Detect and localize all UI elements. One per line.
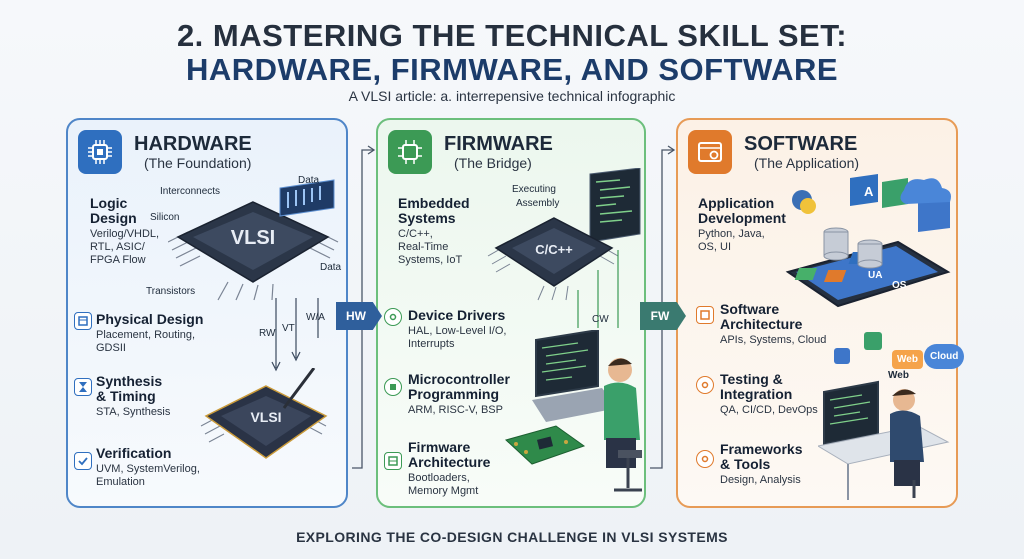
tag-vt: VT bbox=[282, 323, 295, 334]
sw-item-frameworks-tools: Frameworks & Tools Design, Analysis bbox=[720, 442, 830, 487]
code-screen-icon bbox=[589, 168, 641, 243]
item-title: Embedded Systems bbox=[398, 195, 470, 226]
item-title: Microcontroller Programming bbox=[408, 371, 510, 402]
tools-gear-icon bbox=[696, 450, 714, 468]
hw-item-logic-design: Logic Design Verilog/VHDL, RTL, ASIC/ FP… bbox=[90, 196, 170, 267]
hw-item-physical-design: Physical Design Placement, Routing, GDSI… bbox=[96, 312, 246, 355]
item-title: Application Development bbox=[698, 195, 786, 226]
item-desc: STA, Synthesis bbox=[96, 406, 171, 418]
app-tablet-illustration bbox=[785, 174, 951, 308]
cpp-chip-illustration: C/C++ bbox=[487, 217, 619, 301]
vlsi-wafer-illustration: VLSI bbox=[200, 368, 328, 459]
chip-label: VLSI bbox=[231, 227, 275, 249]
layout-icon bbox=[74, 312, 92, 330]
item-desc: QA, CI/CD, DevOps bbox=[720, 404, 818, 416]
developer-laptop-illustration bbox=[532, 330, 642, 492]
hardware-title: HARDWARE bbox=[134, 133, 252, 155]
hourglass-icon bbox=[74, 378, 92, 396]
item-title: Verification bbox=[96, 445, 172, 461]
tag-data-top: Data bbox=[298, 175, 320, 186]
item-desc: Verilog/VHDL, RTL, ASIC/ FPGA Flow bbox=[90, 228, 160, 266]
item-title: Firmware Architecture bbox=[408, 439, 491, 470]
settings-window-icon bbox=[688, 130, 732, 174]
item-desc: UVM, SystemVerilog, Emulation bbox=[96, 463, 200, 488]
tag-transistors: Transistors bbox=[146, 286, 196, 297]
web-browser-icon bbox=[834, 348, 850, 364]
tag-assembly: Assembly bbox=[516, 198, 560, 209]
tag-interconnects: Interconnects bbox=[160, 186, 221, 197]
page-title-line2: HARDWARE, FIRMWARE, AND SOFTWARE bbox=[185, 52, 839, 87]
tag-rw: RW bbox=[259, 328, 276, 339]
cpu-icon bbox=[78, 130, 122, 174]
fw-transfer-arrow: FW bbox=[640, 302, 686, 330]
checkmark-icon bbox=[74, 452, 92, 470]
hw-item-synthesis: Synthesis & Timing STA, Synthesis bbox=[96, 374, 216, 419]
fw-item-firmware-architecture: Firmware Architecture Bootloaders, Memor… bbox=[408, 440, 518, 498]
page-title-line1: 2. MASTERING THE TECHNICAL SKILL SET: bbox=[176, 18, 848, 53]
fw-item-device-drivers: Device Drivers HAL, Low-Level I/O, Inter… bbox=[408, 308, 548, 351]
item-title: Physical Design bbox=[96, 311, 204, 327]
data-screen-icon bbox=[279, 179, 335, 217]
tag-wa: W/A bbox=[306, 312, 325, 323]
tag-os: OS bbox=[892, 280, 907, 291]
signal-wires bbox=[577, 250, 619, 328]
sw-item-application-development: Application Development Python, Java, OS… bbox=[698, 196, 798, 254]
tag-data-side: Data bbox=[320, 262, 342, 273]
item-desc: Placement, Routing, GDSII bbox=[96, 329, 196, 354]
item-title: Frameworks & Tools bbox=[720, 441, 803, 472]
sw-item-software-architecture: Software Architecture APIs, Systems, Clo… bbox=[720, 302, 850, 347]
page-subtitle: A VLSI article: a. interrepensive techni… bbox=[348, 88, 676, 104]
item-title: Logic Design bbox=[90, 195, 137, 226]
test-gear-icon bbox=[696, 376, 714, 394]
firmware-panel: FIRMWARE (The Bridge) C/C++ bbox=[376, 118, 646, 508]
chip2-label: VLSI bbox=[250, 409, 281, 425]
vlsi-chip-illustration: VLSI bbox=[168, 201, 339, 301]
software-subtitle: (The Application) bbox=[754, 155, 860, 171]
item-title: Software Architecture bbox=[720, 301, 803, 332]
fw-item-embedded-systems: Embedded Systems C/C++, Real-Time System… bbox=[398, 196, 488, 267]
hw-item-verification: Verification UVM, SystemVerilog, Emulati… bbox=[96, 446, 246, 489]
hardware-subtitle: (The Foundation) bbox=[144, 155, 252, 171]
layers-icon bbox=[696, 306, 714, 324]
circuit-board-icon bbox=[505, 425, 586, 465]
firmware-title: FIRMWARE bbox=[444, 133, 553, 155]
sw-item-testing-integration: Testing & Integration QA, CI/CD, DevOps bbox=[720, 372, 830, 417]
item-desc: Design, Analysis bbox=[720, 474, 801, 486]
microchip-icon bbox=[384, 378, 402, 396]
chip-label: C/C++ bbox=[535, 242, 573, 257]
tag-executing: Executing bbox=[512, 184, 556, 195]
software-title: SOFTWARE bbox=[744, 133, 858, 155]
architecture-icon bbox=[384, 452, 402, 470]
tag-silicon: Silicon bbox=[150, 212, 180, 223]
item-desc: ARM, RISC-V, BSP bbox=[408, 404, 503, 416]
fw-item-microcontroller: Microcontroller Programming ARM, RISC-V,… bbox=[408, 372, 538, 417]
tag-cw: CW bbox=[592, 314, 609, 325]
item-title: Device Drivers bbox=[408, 307, 506, 323]
gear-icon bbox=[384, 308, 402, 326]
tag-ua: UA bbox=[868, 270, 883, 281]
item-desc: HAL, Low-Level I/O, Interrupts bbox=[408, 325, 507, 350]
chart-icon bbox=[864, 332, 882, 350]
software-panel: SOFTWARE (The Application) A UA OS Web W… bbox=[676, 118, 965, 508]
footer-caption: EXPLORING THE CO-DESIGN CHALLENGE IN VLS… bbox=[296, 529, 728, 545]
hw-transfer-arrow: HW bbox=[336, 302, 382, 330]
item-desc: Bootloaders, Memory Mgmt bbox=[408, 472, 479, 497]
item-desc: C/C++, Real-Time Systems, IoT bbox=[398, 228, 463, 266]
tag-web: Web bbox=[888, 370, 909, 381]
firmware-subtitle: (The Bridge) bbox=[454, 155, 532, 171]
chip-board-icon bbox=[388, 130, 432, 174]
item-desc: Python, Java, OS, UI bbox=[698, 228, 765, 253]
signal-arrows bbox=[271, 298, 319, 372]
tag-app-a: A bbox=[864, 184, 874, 199]
tag-cloud: Cloud bbox=[924, 344, 965, 369]
tag-web-badge: Web bbox=[892, 350, 923, 369]
developer-desk-illustration bbox=[818, 380, 950, 500]
item-title: Synthesis & Timing bbox=[96, 373, 163, 404]
item-title: Testing & Integration bbox=[720, 371, 793, 402]
item-desc: APIs, Systems, Cloud bbox=[720, 334, 827, 346]
